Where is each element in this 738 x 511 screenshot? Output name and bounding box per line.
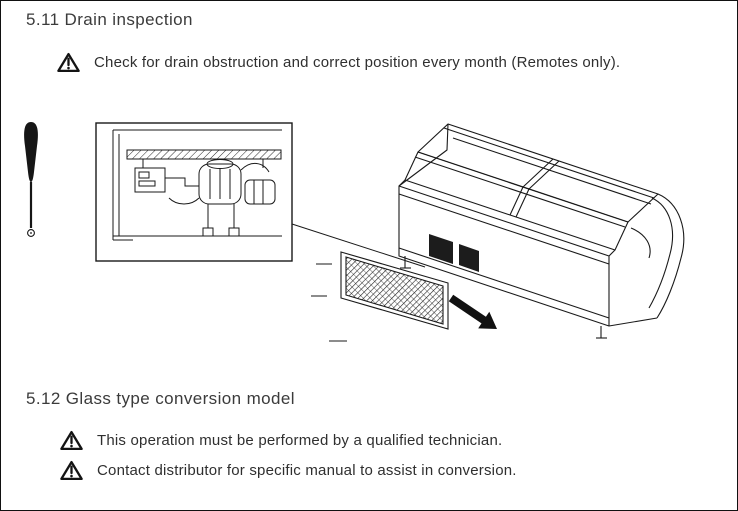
warning-text: Check for drain obstruction and correct … — [94, 54, 621, 71]
warning-text: This operation must be performed by a qu… — [97, 432, 503, 449]
warning-item: Contact distributor for specific manual … — [60, 460, 517, 481]
warning-item: Check for drain obstruction and correct … — [57, 52, 620, 73]
section-heading-5-12: 5.12 Glass type conversion model — [26, 389, 295, 408]
warning-item: This operation must be performed by a qu… — [60, 430, 502, 451]
warning-triangle-icon — [60, 430, 83, 451]
removal-direction-arrow — [448, 294, 497, 329]
drain-access-diagram — [24, 122, 685, 342]
guide-marks — [311, 263, 347, 342]
section-heading-5-11: 5.11 Drain inspection — [26, 10, 193, 29]
warning-triangle-icon — [57, 52, 80, 73]
warning-text: Contact distributor for specific manual … — [97, 462, 517, 479]
condensing-unit-inset — [95, 122, 293, 262]
screwdriver-icon — [24, 122, 38, 237]
display-case — [398, 123, 685, 339]
leader-line — [291, 223, 426, 268]
warning-triangle-icon — [60, 460, 83, 481]
ventilation-grille — [340, 251, 449, 330]
